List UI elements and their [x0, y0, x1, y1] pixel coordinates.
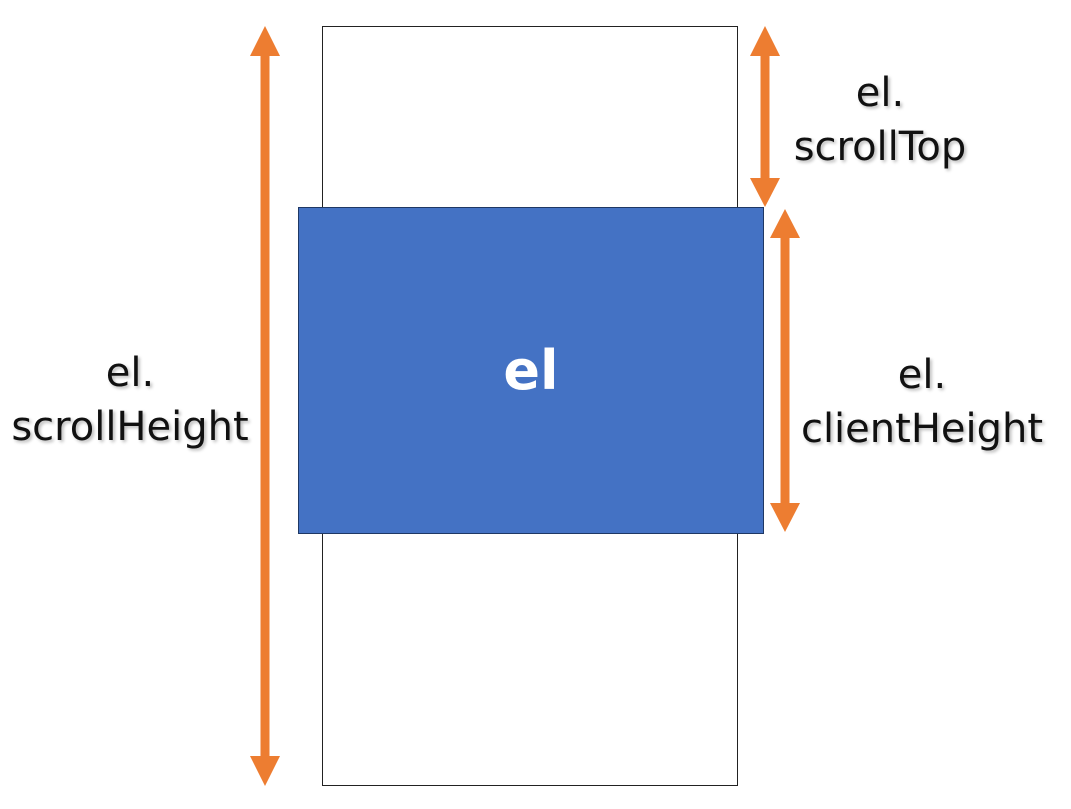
scroll-top-label: el. scrollTop — [780, 66, 980, 174]
label-line: scrollTop — [793, 124, 967, 170]
label-line: scrollHeight — [11, 404, 249, 450]
label-line: clientHeight — [800, 406, 1044, 452]
client-height-label: el. clientHeight — [790, 348, 1054, 456]
element-label: el — [503, 339, 559, 402]
scroll-height-label: el. scrollHeight — [0, 346, 260, 454]
label-line: el. — [897, 352, 947, 398]
label-line: el. — [105, 350, 155, 396]
element-viewport-box: el — [298, 207, 764, 534]
scroll-top-arrow — [750, 26, 780, 207]
label-line: el. — [855, 70, 905, 116]
scroll-height-arrow — [250, 26, 280, 786]
client-height-arrow — [770, 209, 800, 532]
